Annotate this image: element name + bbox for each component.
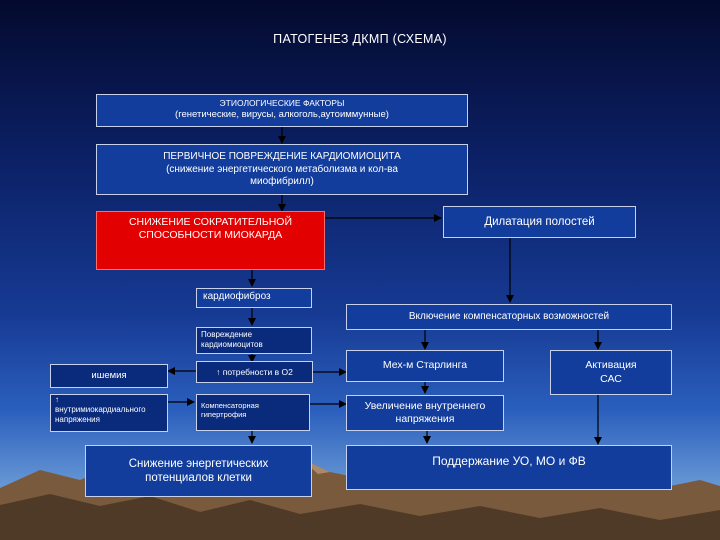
contractility-line-1: СНИЖЕНИЕ СОКРАТИТЕЛЬНОЙ: [128, 216, 293, 228]
energy-drop-line-1: Снижение энергетических: [128, 457, 269, 470]
hypertrophy-line-1: Компенсаторная: [201, 401, 259, 410]
sas-line-2: САС: [600, 372, 622, 385]
primary-damage-detail-2: миофибрилл): [250, 176, 314, 187]
compensation-label: Включение компенсаторных возможностей: [408, 310, 610, 322]
dilation-box: Дилатация полостей: [443, 206, 636, 238]
etiology-title: ЭТИОЛОГИЧЕСКИЕ ФАКТОРЫ: [219, 98, 345, 108]
primary-damage-detail-1: (снижение энергетического метаболизма и …: [166, 163, 398, 175]
hypertrophy-line-2: гипертрофия: [201, 410, 247, 420]
maintain-box: Поддержание УО, МО и ФВ: [346, 445, 672, 490]
cardiomyocyte-damage-box: Повреждение кардиомиоцитов: [196, 327, 312, 354]
intramyocardial-box: ↑ внутримиокардиального напряжения: [50, 394, 168, 432]
etiology-detail: (генетические, вирусы, алкоголь,аутоимму…: [175, 108, 389, 120]
maintain-label: Поддержание УО, МО и ФВ: [432, 454, 586, 468]
ischemia-label: ишемия: [91, 370, 127, 382]
energy-drop-box: Снижение энергетических потенциалов клет…: [85, 445, 312, 497]
starling-label: Мех-м Старлинга: [382, 359, 468, 371]
sas-box: Активация САС: [550, 350, 672, 395]
cardiomyocyte-damage-line-2: кардиомиоцитов: [201, 340, 263, 349]
contractility-line-2: СПОСОБНОСТИ МИОКАРДА: [138, 229, 283, 242]
hypertrophy-box: Компенсаторная гипертрофия: [196, 394, 310, 431]
energy-drop-line-2: потенциалов клетки: [145, 472, 252, 484]
dilation-label: Дилатация полостей: [484, 215, 595, 228]
starling-box: Мех-м Старлинга: [346, 350, 504, 382]
o2-demand-label: ↑ потребности в О2: [216, 366, 293, 377]
wall-tension-line-1: Увеличение внутреннего: [364, 399, 486, 412]
intramyocardial-line-1: внутримиокардиального: [55, 405, 146, 414]
primary-damage-title: ПЕРВИЧНОЕ ПОВРЕЖДЕНИЕ КАРДИОМИОЦИТА: [163, 151, 401, 162]
page-title: ПАТОГЕНЕЗ ДКМП (СХЕМА): [273, 32, 447, 46]
cardiomyocyte-damage-line-1: Повреждение: [201, 330, 253, 339]
primary-damage-box: ПЕРВИЧНОЕ ПОВРЕЖДЕНИЕ КАРДИОМИОЦИТА (сни…: [96, 144, 468, 195]
compensation-box: Включение компенсаторных возможностей: [346, 304, 672, 330]
etiology-box: ЭТИОЛОГИЧЕСКИЕ ФАКТОРЫ (генетические, ви…: [96, 94, 468, 127]
cardiofibrosis-box: кардиофиброз: [196, 288, 312, 308]
wall-tension-box: Увеличение внутреннего напряжения: [346, 395, 504, 431]
ischemia-box: ишемия: [50, 364, 168, 388]
intramyocardial-line-2: напряжения: [55, 415, 100, 424]
sas-line-1: Активация: [585, 359, 637, 372]
cardiofibrosis-label: кардиофиброз: [203, 291, 271, 302]
contractility-box: СНИЖЕНИЕ СОКРАТИТЕЛЬНОЙ СПОСОБНОСТИ МИОК…: [96, 211, 325, 270]
o2-demand-box: ↑ потребности в О2: [196, 361, 313, 383]
intramyocardial-arrow: ↑: [55, 395, 59, 404]
wall-tension-line-2: напряжения: [395, 413, 455, 425]
